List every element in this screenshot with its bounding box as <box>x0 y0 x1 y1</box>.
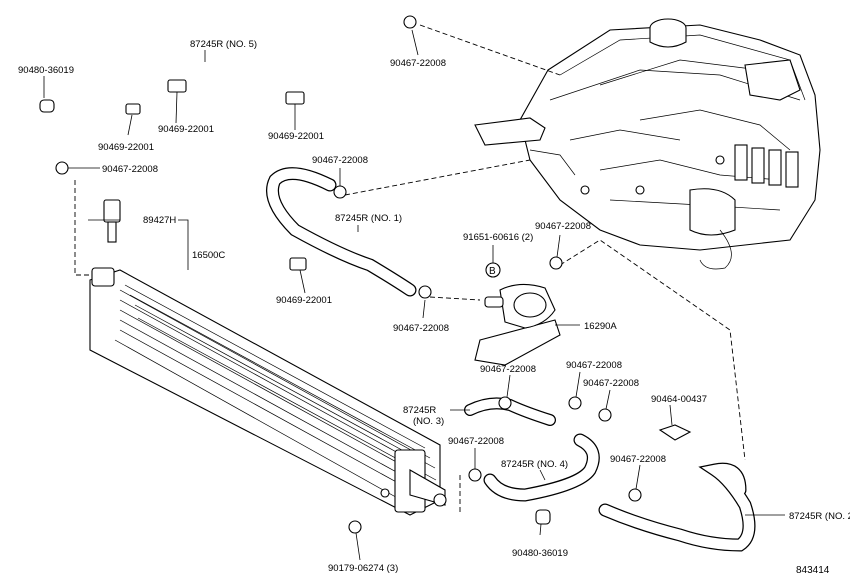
label-pump: 16290A <box>584 321 617 332</box>
label-hose-no3-a: 87245R <box>403 405 436 416</box>
hose-no2 <box>598 462 756 552</box>
hose-no4 <box>483 433 600 502</box>
label-hose-no4: 87245R (NO. 4) <box>501 459 568 470</box>
label-bolt: 91651-60616 (2) <box>463 232 533 243</box>
label-clip-e: 90464-00437 <box>651 394 707 405</box>
label-clamp-left: 90467-22008 <box>102 164 158 175</box>
label-clip-c: 90469-22001 <box>98 142 154 153</box>
label-plug-top: 90480-36019 <box>18 65 74 76</box>
label-hose-no2: 87245R (NO. 2) <box>789 511 850 522</box>
label-clamp-no3-c: 90467-22008 <box>583 378 639 389</box>
label-clip-b: 90469-22001 <box>268 131 324 142</box>
label-plug-bottom: 90480-36019 <box>512 548 568 559</box>
hose-no5 <box>16 35 400 155</box>
label-hose-no1: 87245R (NO. 1) <box>335 213 402 224</box>
label-clamp-top-right: 90467-22008 <box>390 58 446 69</box>
label-clamp-mid-lower: 90467-22008 <box>393 323 449 334</box>
callout-lines <box>43 29 785 561</box>
clamp-markers <box>39 15 692 534</box>
label-drain-bolt: 90179-06274 (3) <box>328 563 398 574</box>
label-clamp-mid-upper: 90467-22008 <box>312 155 368 166</box>
engine-assembly <box>474 18 821 270</box>
label-hose-no5: 87245R (NO. 5) <box>190 39 257 50</box>
diagram-code: 843414 <box>796 565 830 576</box>
label-clip-a: 90469-22001 <box>158 124 214 135</box>
label-clamp-no4: 90467-22008 <box>448 436 504 447</box>
label-clamp-no3-a: 90467-22008 <box>480 364 536 375</box>
label-sensor: 89427H <box>143 215 176 226</box>
connection-leaders <box>74 24 746 515</box>
bolt-marker: B <box>489 266 496 277</box>
hose-no1 <box>266 167 417 297</box>
label-clip-d: 90469-22001 <box>276 295 332 306</box>
label-clamp-no2: 90467-22008 <box>610 454 666 465</box>
radiator <box>89 267 447 516</box>
temperature-sensor <box>103 199 121 243</box>
callout-labels: 87245R (NO. 5) 90467-22008 90480-36019 9… <box>18 39 850 576</box>
label-hose-no3-b: (NO. 3) <box>413 416 444 427</box>
label-clamp-no3-b: 90467-22008 <box>566 360 622 371</box>
water-pump <box>474 283 561 366</box>
label-clamp-pump-right: 90467-22008 <box>535 221 591 232</box>
label-radiator: 16500C <box>192 250 225 261</box>
